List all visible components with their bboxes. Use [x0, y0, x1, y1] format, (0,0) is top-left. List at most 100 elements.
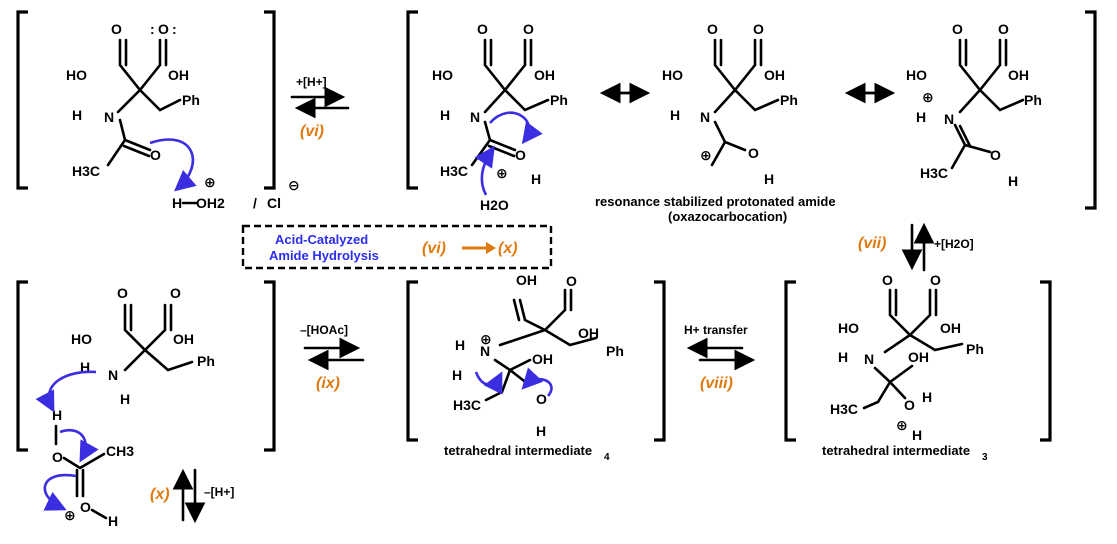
atom-o: O: [477, 21, 488, 37]
atom-n: N: [700, 109, 710, 125]
atom-oh2: OH2: [196, 195, 225, 211]
atom-oh: OH: [1008, 67, 1029, 83]
atom-oh: OH: [764, 67, 785, 83]
condition-remove-hoac: –[HOAc]: [300, 323, 348, 337]
atom-n: N: [864, 351, 874, 367]
step-label-x: (x): [150, 486, 170, 503]
atom-ph: Ph: [197, 353, 215, 369]
atom-ph: Ph: [550, 92, 568, 108]
curved-arrow: [474, 371, 503, 395]
charge-plus: ⊕: [204, 174, 216, 190]
caption-resonance: resonance stabilized protonated amide: [595, 194, 836, 209]
atom-n: N: [470, 109, 480, 125]
condition-add-h: +[H+]: [296, 75, 327, 89]
atom-o: O: [80, 499, 91, 515]
panel-tetrahedral-3: O O HO OH Ph H N OH H3C O H ⊕ H tetrahed…: [784, 272, 1052, 463]
equilibrium-ix: –[HOAc] (ix): [300, 323, 365, 392]
bracket-left: [784, 280, 796, 442]
legend-range-from: (vi): [422, 240, 446, 257]
bracket-right: [264, 280, 276, 452]
bracket-left: [16, 10, 28, 190]
atom-h: H: [838, 349, 848, 365]
atom-o: O: [566, 273, 577, 289]
atom-o: O: [998, 21, 1009, 37]
atom-n: N: [104, 109, 114, 125]
atom-h: H: [531, 171, 541, 187]
curved-arrow: [474, 145, 495, 196]
bracket-right: [654, 280, 666, 442]
atom-oh: OH: [168, 67, 189, 83]
lone-pair: :: [172, 21, 177, 37]
atom-h: H: [536, 423, 546, 439]
atom-h2o: H2O: [480, 197, 509, 213]
legend-line2: Amide Hydrolysis: [269, 248, 379, 263]
curved-arrow: [43, 473, 77, 511]
step-label-vi: (vi): [300, 123, 324, 140]
bracket-left: [16, 280, 28, 452]
atom-o: O: [707, 21, 718, 37]
caption-subscript: 4: [604, 452, 610, 463]
caption-tetrahedral-3: tetrahedral intermediate: [822, 443, 970, 458]
atom-cl: Cl: [267, 195, 281, 211]
atom-h: H: [916, 109, 926, 125]
atom-ho: HO: [838, 320, 859, 336]
atom-o: O: [990, 147, 1001, 163]
atom-o: O: [158, 21, 169, 37]
charge-plus: ⊕: [922, 89, 934, 105]
equilibrium-x: (x) –[H+]: [150, 468, 234, 524]
equilibrium-viii: H+ transfer (viii): [684, 323, 756, 392]
atom-h3c: H3C: [830, 401, 858, 417]
condition-h-transfer: H+ transfer: [684, 323, 748, 337]
atom-n: N: [108, 367, 118, 383]
atom-o: O: [170, 285, 181, 301]
atom-o: O: [515, 147, 526, 163]
caption-subscript: 3: [982, 452, 988, 463]
panel-protonation: O O HO OH Ph H N O H ⊕ H3C H2O O O HO OH…: [406, 10, 1097, 224]
atom-o: O: [150, 147, 161, 163]
atom-o: O: [117, 285, 128, 301]
atom-h: H: [440, 107, 450, 123]
atom-ph: Ph: [780, 92, 798, 108]
bracket-right: [1085, 10, 1097, 210]
step-label-vii: (vii): [858, 235, 886, 252]
atom-h3c: H3C: [920, 165, 948, 181]
legend-box: Acid-Catalyzed Amide Hydrolysis (vi) (x): [241, 224, 553, 270]
atom-o: O: [882, 272, 893, 288]
separator: /: [253, 195, 257, 211]
caption-tetrahedral-4: tetrahedral intermediate: [444, 443, 592, 458]
atom-h3c: H3C: [440, 163, 468, 179]
atom-o: O: [748, 145, 759, 161]
caption-resonance-sub: (oxazocarbocation): [668, 209, 787, 224]
atom-ho: HO: [71, 331, 92, 347]
equilibrium-vii: (vii) +[H2O]: [858, 222, 974, 272]
bracket-left: [406, 280, 418, 442]
atom-h: H: [922, 389, 932, 405]
atom-o: O: [930, 272, 941, 288]
curved-arrow: [59, 429, 99, 463]
lone-pair: :: [150, 21, 155, 37]
atom-h: H: [52, 407, 62, 423]
atom-n: N: [944, 111, 954, 127]
panel-amide: O O : : HO OH Ph H N O H3C H OH2 ⊕ / Cl …: [16, 10, 300, 211]
atom-o: O: [523, 21, 534, 37]
step-label-ix: (ix): [316, 375, 340, 392]
bracket-right: [264, 10, 276, 190]
charge-plus: ⊕: [896, 417, 908, 433]
atom-o: O: [753, 21, 764, 37]
atom-h: H: [72, 107, 82, 123]
atom-ph: Ph: [966, 341, 984, 357]
atom-ph: Ph: [606, 343, 624, 359]
legend-line1: Acid-Catalyzed: [275, 232, 368, 247]
atom-h: H: [670, 107, 680, 123]
atom-ho: HO: [662, 67, 683, 83]
atom-ph: Ph: [182, 92, 200, 108]
atom-h: H: [452, 367, 462, 383]
atom-h: H: [455, 337, 465, 353]
atom-oh: OH: [532, 351, 553, 367]
atom-h: H: [172, 195, 182, 211]
bracket-left: [406, 10, 418, 190]
atom-h: H: [108, 513, 118, 529]
atom-oh: OH: [534, 67, 555, 83]
atom-ho: HO: [906, 67, 927, 83]
atom-ho: HO: [66, 67, 87, 83]
